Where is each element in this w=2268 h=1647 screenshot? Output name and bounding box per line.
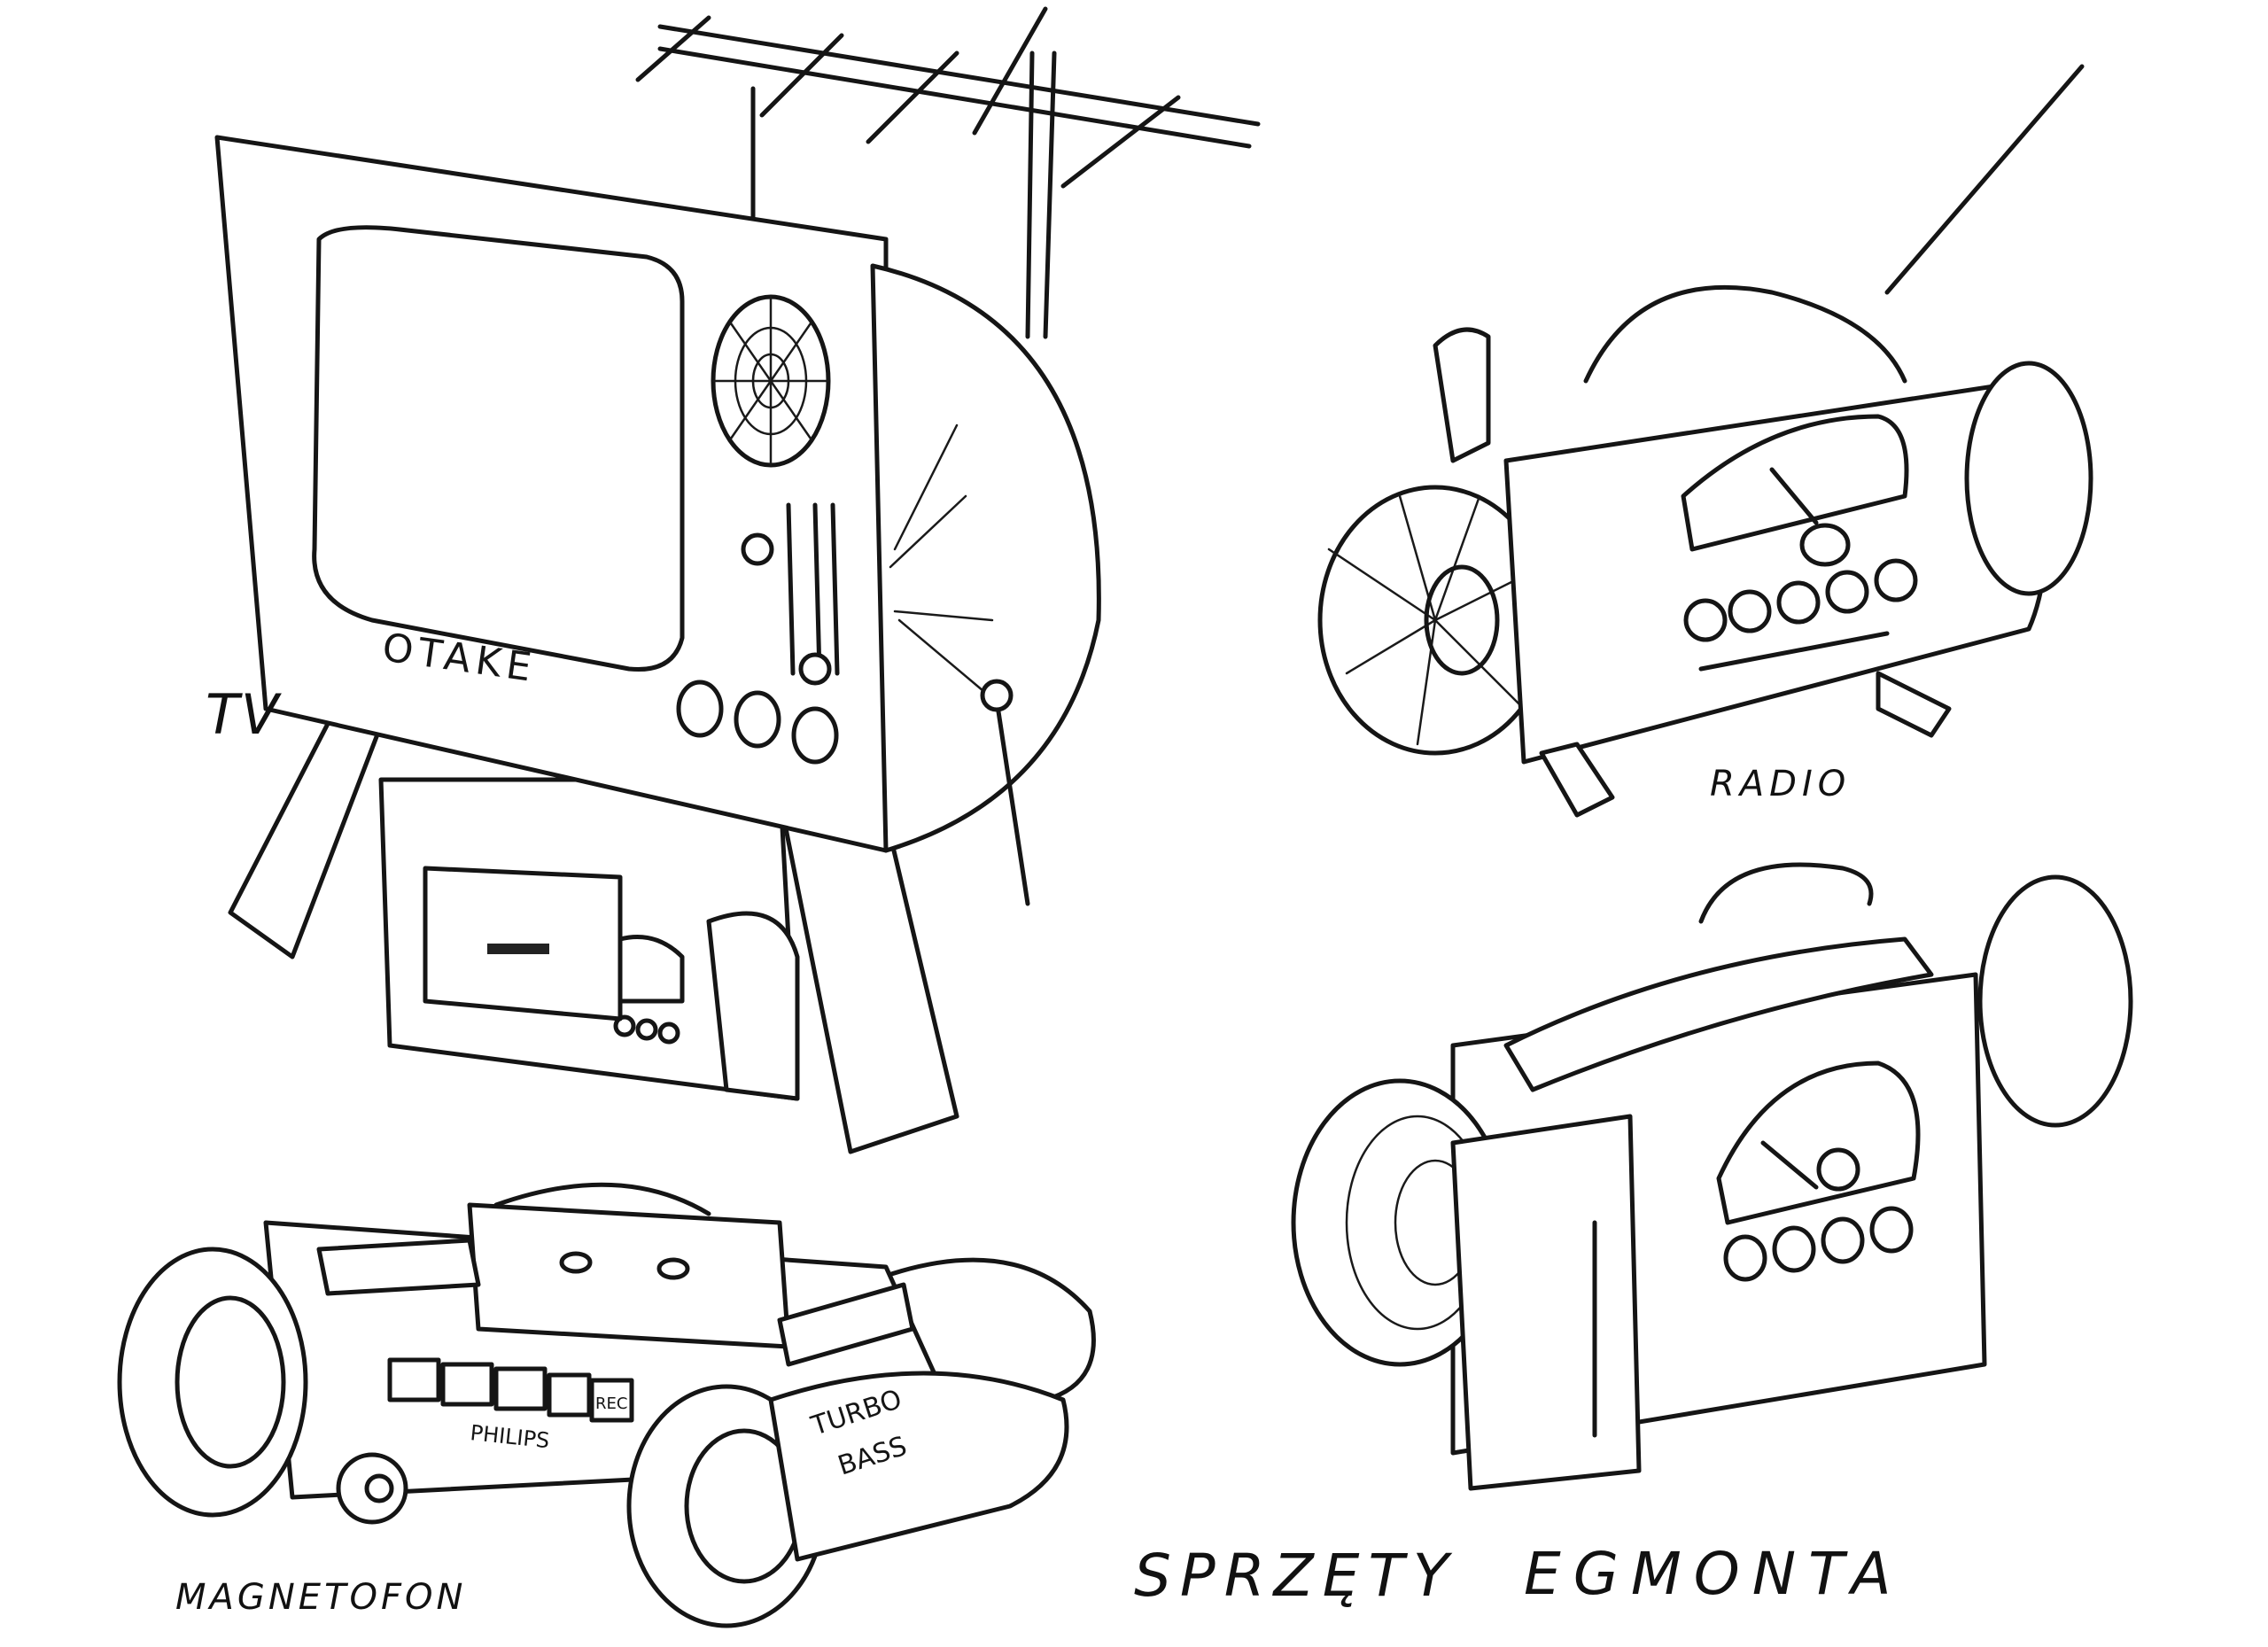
radio-tuning-dial [1681,414,1909,552]
boombox-drawing: REC PHILIPS TURBO BASS [117,1182,1096,1628]
egmont-right-shell [1977,874,2133,1128]
boombox-transport-buttons: REC [387,1357,634,1423]
egmont-radio-drawing [1291,862,2133,1491]
radio-buttons [1683,523,1918,642]
tv-label: TV [206,682,281,747]
egmont-radio-handle [1698,862,1874,924]
radio-right-shell [1964,361,2093,596]
tv-antenna [635,6,1261,339]
egmont-buttons [1723,1206,1914,1282]
magnetofon-label: MAGNETOFON [175,1577,467,1618]
boombox-left-speaker [117,1247,308,1518]
tv-cassette-deck [378,777,800,1101]
radio-handle [1583,284,1907,384]
boombox-handle [493,1182,711,1216]
boombox-volume-knob [336,1452,408,1525]
boombox-rec-text: REC [595,1395,627,1413]
egmont-tuning-dial [1716,1060,1921,1225]
tv-body: OTAKE [214,135,1101,906]
tv-drawing: OTAKE [214,6,1261,1154]
boombox-cassette-lid [467,1202,791,1349]
radio-label: RADIO [1710,764,1852,804]
radio-antenna [1884,64,2085,295]
radio-drawing [1317,64,2093,818]
sheet-title-word-1: SPRZĘTY [1134,1542,1458,1610]
sheet-title-word-2: EGMONTA [1524,1540,1904,1608]
